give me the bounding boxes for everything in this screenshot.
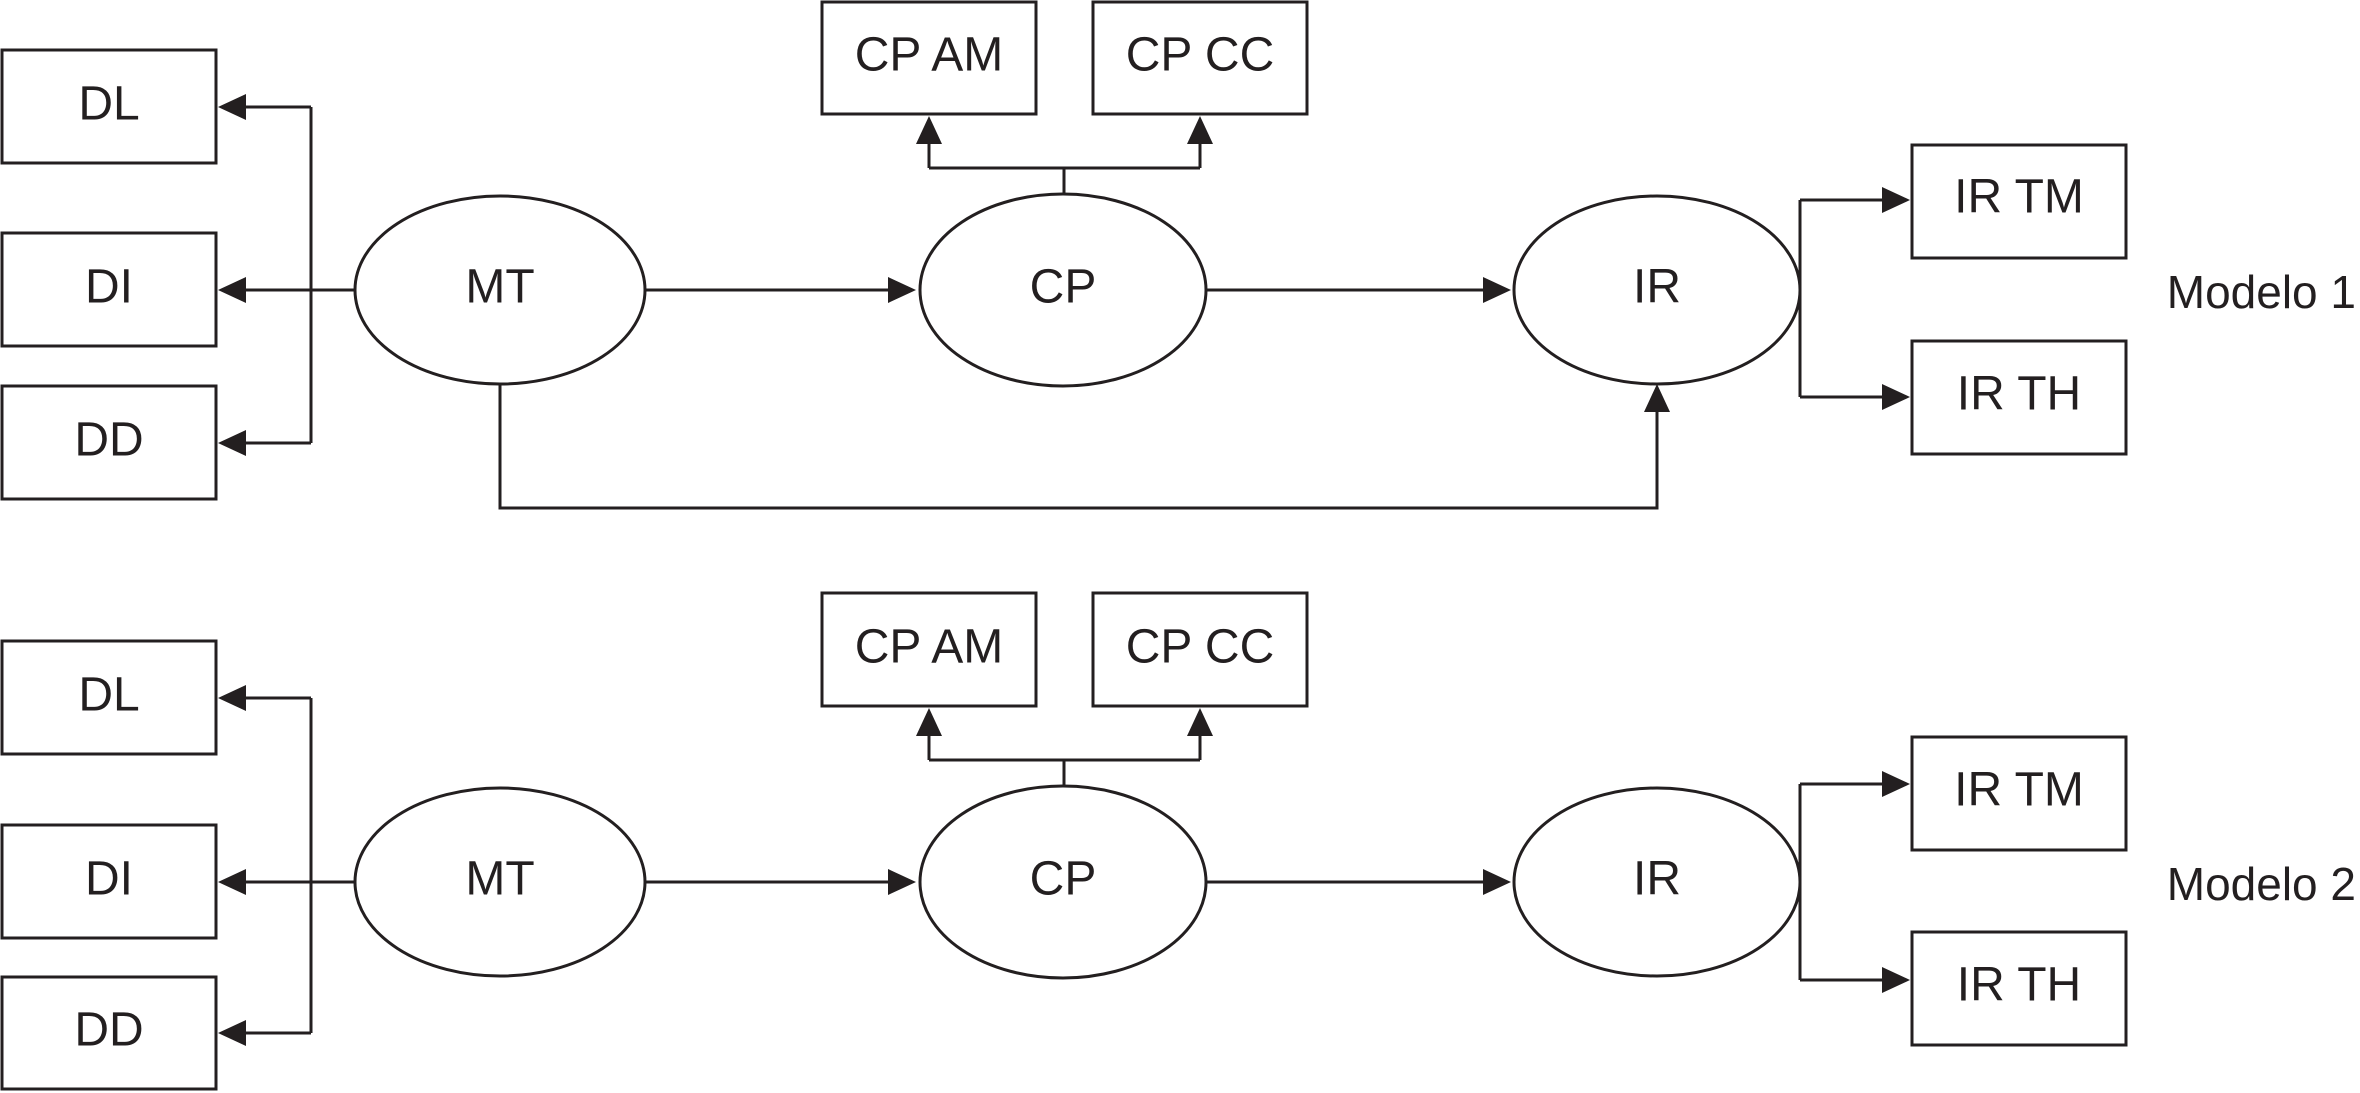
model-1-label: Modelo 1 [2167, 266, 2356, 318]
node-cp [918, 192, 1208, 388]
node-dl-label: DL [78, 669, 139, 722]
node-dd-label: DD [74, 1004, 143, 1057]
node-ir-th-label: IR TH [1957, 959, 2081, 1012]
node-cp-cc-label: CP CC [1126, 621, 1274, 674]
arrowhead-icon [916, 116, 942, 144]
arrowhead-icon [218, 869, 246, 895]
node-ir-label: IR [1633, 853, 1681, 906]
node-di-label: DI [85, 853, 133, 906]
node-cp-am-label: CP AM [855, 29, 1004, 82]
cp-to-subscales-connector [927, 142, 1202, 194]
ir-to-subscales-connector [1798, 198, 1885, 399]
arrowhead-icon [1483, 869, 1511, 895]
node-ir-tm-label: IR TM [1954, 171, 2084, 224]
node-ir-tm [1910, 143, 2128, 260]
arrowhead-icon [218, 685, 246, 711]
node-cp-label: CP [1030, 261, 1097, 314]
node-dl [0, 639, 218, 756]
node-ir-th-label: IR TH [1957, 368, 2081, 421]
node-ir-th [1910, 930, 2128, 1047]
node-cp-cc [1091, 0, 1309, 116]
node-di [0, 231, 218, 348]
arrowhead-icon [218, 94, 246, 120]
arrowhead-icon [1882, 187, 1910, 213]
arrowhead-icon [218, 430, 246, 456]
node-cp-am-label: CP AM [855, 621, 1004, 674]
arrowhead-icon [1882, 384, 1910, 410]
arrowhead-icon [888, 869, 916, 895]
node-dl [0, 48, 218, 165]
ir-to-subscales-connector [1798, 782, 1885, 982]
node-ir [1512, 194, 1802, 386]
node-cp [918, 784, 1208, 980]
node-cp-am [820, 0, 1038, 116]
arrowhead-icon [1644, 384, 1670, 412]
node-dd [0, 975, 218, 1091]
node-cp-cc [1091, 591, 1309, 708]
arrowhead-icon [1187, 116, 1213, 144]
arrowhead-icon [1483, 277, 1511, 303]
arrowhead-icon [218, 277, 246, 303]
arrowhead-icon [1882, 771, 1910, 797]
model-2: DL DI DD CP AM CP CC MT CP IR IR TM IR T… [0, 591, 2356, 1091]
node-ir [1512, 786, 1802, 978]
model-1: DL DI DD CP AM CP CC MT CP IR IR TM IR T… [0, 0, 2356, 510]
node-cp-am [820, 591, 1038, 708]
node-ir-th [1910, 339, 2128, 456]
arrowhead-icon [916, 708, 942, 736]
cp-to-subscales-connector [927, 734, 1202, 786]
node-dd [0, 384, 218, 501]
node-dd-label: DD [74, 414, 143, 467]
node-cp-cc-label: CP CC [1126, 29, 1274, 82]
node-mt-label: MT [465, 261, 534, 314]
node-mt [353, 194, 647, 386]
node-cp-label: CP [1030, 853, 1097, 906]
mt-to-dimensions-connector [222, 696, 357, 1035]
arrowhead-icon [218, 1020, 246, 1046]
node-ir-tm-label: IR TM [1954, 764, 2084, 817]
node-dl-label: DL [78, 78, 139, 131]
arrowhead-icon [888, 277, 916, 303]
node-ir-label: IR [1633, 261, 1681, 314]
arrowhead-icon [1882, 967, 1910, 993]
node-mt-label: MT [465, 853, 534, 906]
node-di [0, 823, 218, 940]
node-ir-tm [1910, 735, 2128, 852]
model-2-label: Modelo 2 [2167, 858, 2356, 910]
arrowhead-icon [1187, 708, 1213, 736]
mt-to-ir-direct-edge [498, 384, 1659, 510]
node-di-label: DI [85, 261, 133, 314]
node-mt [353, 786, 647, 978]
mt-to-dimensions-connector [222, 105, 357, 445]
